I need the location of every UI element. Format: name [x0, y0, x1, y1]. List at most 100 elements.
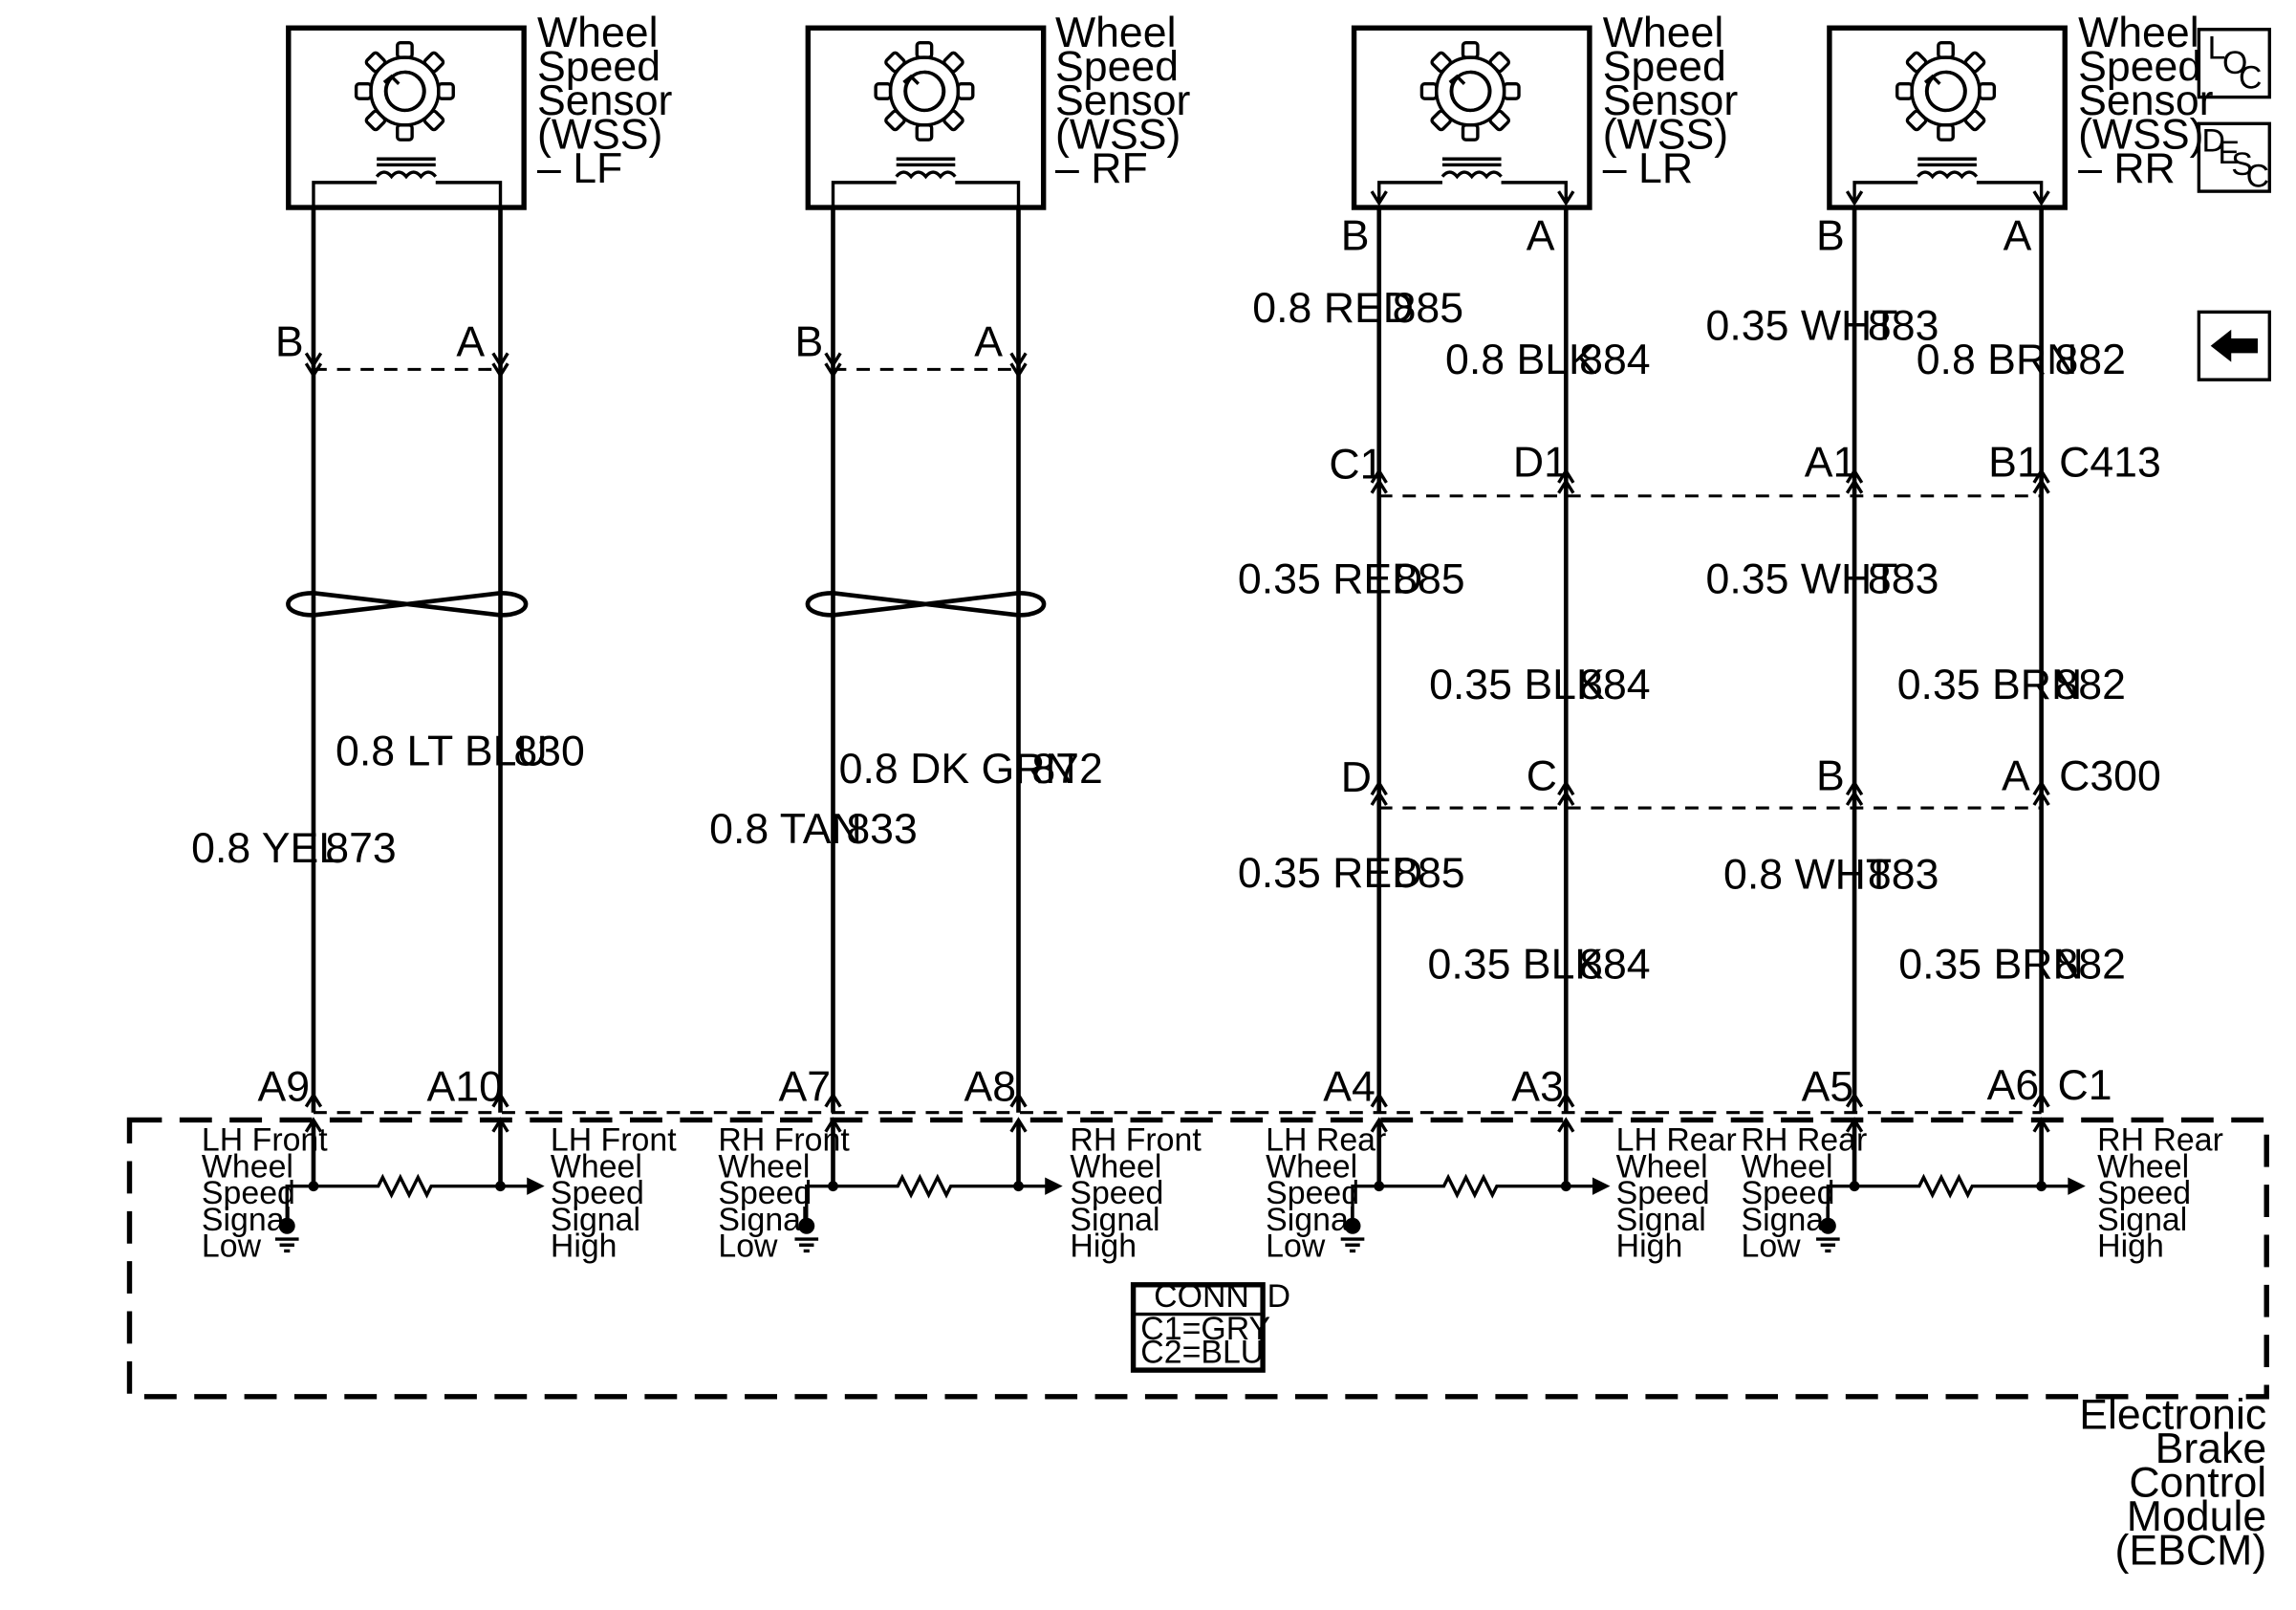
svg-text:Signal: Signal	[1070, 1202, 1159, 1238]
wire-rf-b-color: 0.8 TAN	[709, 806, 862, 853]
location-icon[interactable]: L O C	[2197, 28, 2271, 99]
rh-rear-high-arrow	[2032, 1117, 2050, 1133]
wss-rr-label-1: Wheel	[2078, 10, 2199, 56]
wss-lf-label-2: Speed	[537, 44, 661, 91]
svg-text:LH Rear: LH Rear	[1266, 1122, 1386, 1159]
lr-pin-a: A	[1527, 213, 1555, 260]
svg-text:(EBCM): (EBCM)	[2115, 1527, 2267, 1574]
conn-id-c2: C2=BLU	[1140, 1334, 1264, 1370]
rf-pin-b: B	[794, 319, 823, 366]
svg-text:Speed: Speed	[1616, 1175, 1710, 1211]
wire-rr-a-top-circuit: 882	[2054, 337, 2125, 383]
c300-pin-d: D	[1341, 754, 1372, 801]
arrow-left-icon[interactable]	[2197, 310, 2271, 381]
wire-lr-b-mid-color: 0.35 RED	[1238, 555, 1423, 602]
svg-text:Signal: Signal	[2097, 1202, 2187, 1238]
connector-ebcm-c1: A9 A10 A7 A8 A4 A3 A5 A6 C1	[257, 1062, 2112, 1115]
svg-text:Wheel: Wheel	[718, 1148, 810, 1185]
wire-lr-b-top-color: 0.8 RED	[1252, 285, 1414, 332]
svg-text:High: High	[551, 1229, 617, 1265]
wss-rf-label-2: Speed	[1055, 44, 1179, 91]
ebcm-pin-a8: A8	[964, 1063, 1017, 1110]
rh-front-node-high	[1013, 1181, 1024, 1192]
svg-text:D: D	[2201, 123, 2224, 160]
wss-lf-label-4: (WSS)	[537, 111, 662, 158]
lh-rear-resistor	[1378, 1173, 1596, 1199]
description-icon[interactable]: D E S C	[2197, 121, 2271, 195]
svg-text:Wheel: Wheel	[1070, 1148, 1161, 1185]
svg-text:RH Front: RH Front	[1070, 1122, 1202, 1159]
wire-lr-b-mid-circuit: 885	[1394, 555, 1464, 602]
c413-label: C413	[2059, 440, 2161, 487]
wss-rf-label-5: – RF	[1055, 145, 1148, 192]
wire-lf-a-circuit: 830	[513, 728, 584, 774]
wire-rr-a-low-circuit: 882	[2054, 942, 2125, 989]
lh-front-ground-lead	[285, 1184, 314, 1222]
wss-rr-label-4: (WSS)	[2078, 111, 2203, 158]
rr-pin-b: B	[1816, 213, 1845, 260]
twisted-pair-rf	[805, 591, 1047, 618]
rh-front-ground-node	[798, 1217, 815, 1234]
signal-lh-front-low: LH Front Wheel Speed Signal Low	[202, 1122, 328, 1265]
c413-pin-c1: C1	[1329, 441, 1383, 488]
rh-rear-node-high	[2036, 1181, 2047, 1192]
lh-rear-output-arrow	[1592, 1177, 1611, 1195]
signal-rh-front-high: RH Front Wheel Speed Signal High	[1070, 1122, 1202, 1265]
svg-text:L: L	[2208, 31, 2226, 67]
lh-rear-low-arrow	[1370, 1117, 1388, 1133]
wire-rr-b-low-circuit: 883	[1868, 852, 1939, 899]
svg-text:Low: Low	[202, 1229, 262, 1265]
svg-text:LH Front: LH Front	[202, 1122, 328, 1159]
c300-label: C300	[2059, 753, 2161, 800]
wire-rr-a-top-color: 0.8 BRN	[1917, 337, 2078, 383]
signal-rh-rear-low: RH Rear Wheel Speed Signal Low	[1742, 1122, 1868, 1265]
wss-lr-label-5: – LR	[1603, 145, 1693, 192]
wire-rr-b-low-color: 0.8 WHT	[1723, 852, 1892, 899]
lh-front-ground-icon	[274, 1237, 299, 1253]
wire-rf-b-circuit: 833	[846, 806, 917, 853]
rh-rear-ground-lead	[1826, 1184, 1855, 1222]
lf-pin-a: A	[456, 319, 485, 366]
wss-rf-label-1: Wheel	[1055, 10, 1177, 56]
svg-text:Module: Module	[2127, 1493, 2266, 1540]
wire-lf-a-color: 0.8 LT BLU	[336, 728, 548, 774]
svg-text:Signal: Signal	[1616, 1202, 1706, 1238]
svg-text:E: E	[2218, 135, 2240, 171]
lh-front-high-arrow	[491, 1117, 509, 1133]
ebcm-pin-a7: A7	[779, 1063, 832, 1110]
lh-rear-ground-node	[1344, 1217, 1361, 1234]
svg-text:Brake: Brake	[2155, 1425, 2267, 1472]
ebcm-pin-a10: A10	[427, 1063, 503, 1110]
lh-front-resistor	[313, 1173, 531, 1199]
svg-text:Electronic: Electronic	[2079, 1392, 2266, 1439]
wss-rf: Wheel Speed Sensor (WSS) – RF	[805, 10, 1191, 210]
svg-text:Control: Control	[2129, 1459, 2266, 1506]
ebcm-c1-label: C1	[2058, 1062, 2112, 1109]
ebcm-pin-a5: A5	[1802, 1063, 1854, 1110]
wss-lf-label-5: – LF	[537, 145, 622, 192]
svg-text:High: High	[1070, 1229, 1137, 1265]
svg-text:Low: Low	[1266, 1229, 1326, 1265]
lh-rear-node-high	[1560, 1181, 1571, 1192]
wss-lr-label-4: (WSS)	[1603, 111, 1728, 158]
rh-front-low-arrow	[824, 1117, 842, 1133]
rh-front-ground-icon	[794, 1237, 819, 1253]
wire-rr-b-top-color: 0.35 WHT	[1706, 303, 1898, 350]
wss-rf-label-4: (WSS)	[1055, 111, 1180, 158]
svg-text:Wheel: Wheel	[551, 1148, 642, 1185]
svg-text:Wheel: Wheel	[1742, 1148, 1833, 1185]
c300-pin-b: B	[1816, 753, 1845, 800]
lh-front-output-arrow	[527, 1177, 545, 1195]
svg-text:Speed: Speed	[1070, 1175, 1163, 1211]
svg-text:RH Rear: RH Rear	[1742, 1122, 1868, 1159]
rh-front-resistor	[833, 1173, 1049, 1199]
ebcm-module-outline	[126, 1117, 2269, 1400]
svg-text:RH Front: RH Front	[718, 1122, 850, 1159]
ebcm-pin-a9: A9	[257, 1063, 310, 1110]
wire-lr-b-low-circuit: 885	[1394, 850, 1464, 897]
svg-text:Low: Low	[1742, 1229, 1802, 1265]
ebcm-pin-a3: A3	[1511, 1063, 1564, 1110]
lh-rear-ground-lead	[1351, 1184, 1379, 1222]
wss-lr-label-3: Sensor	[1603, 77, 1739, 124]
